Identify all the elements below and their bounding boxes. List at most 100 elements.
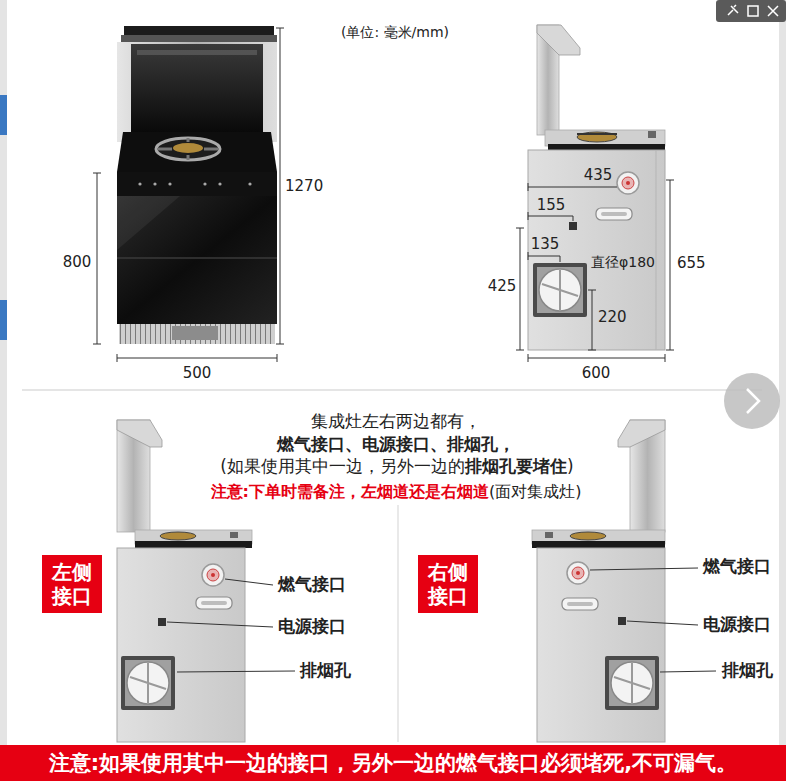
leader-line bbox=[590, 568, 716, 672]
dimension-label: 600 bbox=[582, 365, 611, 382]
stove-front-view bbox=[156, 138, 220, 160]
stove-side-view bbox=[533, 263, 587, 317]
note-text: 注意:下单时需备注，左烟道还是右烟道 bbox=[211, 482, 489, 501]
stove-front-view bbox=[131, 44, 263, 138]
stove-front-view bbox=[117, 42, 277, 142]
window-frame bbox=[0, 300, 7, 340]
stove-front-view bbox=[117, 257, 277, 259]
dimension-line bbox=[528, 354, 665, 362]
stove-front-view bbox=[117, 26, 277, 344]
window-frame bbox=[0, 0, 7, 745]
stove-side-view bbox=[577, 132, 617, 142]
stove-side-view bbox=[230, 532, 238, 538]
part-label: 排烟孔 bbox=[722, 661, 773, 681]
stove-side-view bbox=[121, 656, 175, 710]
stove-front-view bbox=[121, 35, 277, 42]
stove-side-view bbox=[596, 208, 632, 220]
stove-side-view bbox=[537, 548, 665, 742]
dimension-label: 425 bbox=[488, 278, 517, 295]
warning-bar: 注意:如果使用其中一边的接口，另外一边的燃气接口必须堵死,不可漏气。 bbox=[0, 745, 786, 781]
node-text: 左侧 接口 bbox=[47, 560, 97, 608]
note-text: 燃气接口、电源接口、排烟孔， bbox=[277, 435, 515, 455]
stove-side-view bbox=[648, 131, 656, 138]
window-icons bbox=[716, 0, 786, 22]
dimension-line bbox=[516, 180, 674, 362]
stove-side-view bbox=[196, 597, 232, 609]
stove-front-view bbox=[173, 143, 203, 153]
leader-line bbox=[167, 622, 273, 627]
side-tag: 左侧 接口 bbox=[42, 555, 102, 613]
note-text: (如果使用其中一边，另外一边的 bbox=[220, 456, 465, 476]
note-text: (面对集成灶) bbox=[489, 482, 581, 501]
part-label: 电源接口 bbox=[703, 615, 771, 635]
part-label: 燃气接口 bbox=[703, 557, 771, 577]
window-icons bbox=[728, 5, 738, 15]
window-icons bbox=[716, 0, 786, 22]
dimension-line bbox=[276, 28, 284, 344]
window-frame bbox=[0, 95, 7, 135]
stove-side-view bbox=[202, 564, 224, 586]
stove-front-view bbox=[248, 182, 251, 185]
dimension-line bbox=[666, 180, 674, 350]
part-label: 燃气接口 bbox=[278, 575, 346, 595]
stove-front-view bbox=[172, 326, 218, 340]
stove-side-view bbox=[532, 541, 665, 548]
dimension-label: 220 bbox=[598, 309, 627, 326]
note-text: 集成灶左右两边都有， bbox=[311, 412, 481, 432]
dimension-label: 435 bbox=[584, 167, 613, 184]
stove-side-view bbox=[135, 541, 252, 548]
dimension-line bbox=[117, 354, 277, 362]
leader-line bbox=[167, 579, 295, 672]
leader-line bbox=[660, 671, 716, 672]
stove-side-view bbox=[548, 144, 665, 150]
stove-front-view bbox=[138, 182, 251, 185]
stove-side-view bbox=[528, 25, 665, 350]
window-frame bbox=[0, 0, 786, 745]
stove-front-view bbox=[168, 182, 171, 185]
leader-line bbox=[627, 621, 698, 625]
part-label: 排烟孔 bbox=[300, 661, 351, 681]
leader-line bbox=[225, 579, 273, 585]
stove-front-view bbox=[138, 182, 141, 185]
window-frame bbox=[779, 0, 786, 745]
part-label: 电源接口 bbox=[278, 617, 346, 637]
separator-line bbox=[397, 505, 399, 742]
dimension-label: 155 bbox=[537, 197, 566, 214]
dimension-line bbox=[516, 228, 524, 350]
stove-side-view bbox=[605, 656, 659, 710]
stove-front-view bbox=[117, 172, 277, 196]
dimension-label: 135 bbox=[531, 236, 560, 253]
stove-side-view bbox=[117, 420, 162, 447]
dimension-label: 1270 bbox=[285, 178, 323, 195]
next-button bbox=[724, 373, 780, 429]
stove-front-view bbox=[158, 138, 218, 160]
separator-line bbox=[22, 389, 762, 391]
stove-side-view bbox=[562, 598, 598, 610]
leader-line bbox=[177, 671, 295, 672]
note-line: (如果使用其中一边，另外一边的排烟孔要堵住) bbox=[220, 457, 573, 477]
note-line: 注意:下单时需备注，左烟道还是右烟道(面对集成灶) bbox=[211, 483, 582, 501]
dimension-label: 655 bbox=[677, 255, 706, 272]
stove-side-view bbox=[570, 532, 606, 540]
leader-line bbox=[590, 568, 698, 570]
stove-side-view bbox=[537, 25, 580, 55]
stove-front-view bbox=[117, 132, 277, 172]
node-text: 右侧 接口 bbox=[423, 560, 473, 608]
stove-front-view bbox=[218, 182, 221, 185]
stove-side-view bbox=[545, 130, 665, 146]
note-text: 排烟孔要堵住 bbox=[465, 456, 567, 476]
stove-front-view bbox=[119, 324, 275, 344]
stove-front-view bbox=[117, 196, 180, 250]
stove-side-view bbox=[567, 562, 589, 584]
note-text: ) bbox=[567, 456, 574, 476]
dimension-line bbox=[93, 28, 284, 362]
stove-side-view bbox=[528, 150, 665, 350]
dimension-line bbox=[588, 290, 596, 350]
dimension-label: 500 bbox=[183, 365, 212, 382]
dimension-line bbox=[93, 173, 101, 344]
node-text: 注意:如果使用其中一边的接口，另外一边的燃气接口必须堵死,不可漏气。 bbox=[49, 749, 737, 777]
